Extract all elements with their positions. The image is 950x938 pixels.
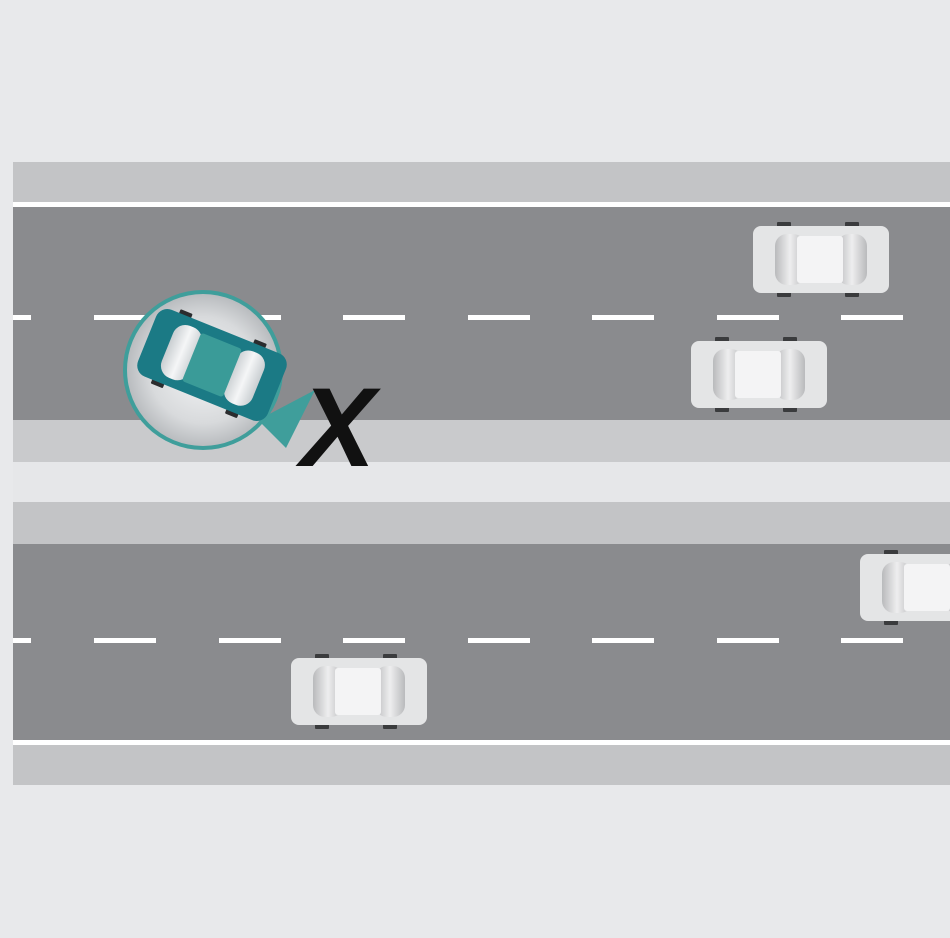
upper-edge-line: [13, 202, 950, 207]
car-lower-right: [860, 550, 950, 625]
upper-outer-shoulder: [13, 162, 950, 202]
lower-edge-line: [13, 740, 950, 745]
car-lower-left: [291, 654, 427, 729]
lower-outer-shoulder: [13, 745, 950, 785]
median-strip: [13, 462, 950, 502]
lower-inner-shoulder: [13, 502, 950, 544]
car-upper-right: [753, 222, 889, 297]
x-mark-icon: X: [295, 365, 382, 490]
car-upper-middle: [691, 337, 827, 412]
